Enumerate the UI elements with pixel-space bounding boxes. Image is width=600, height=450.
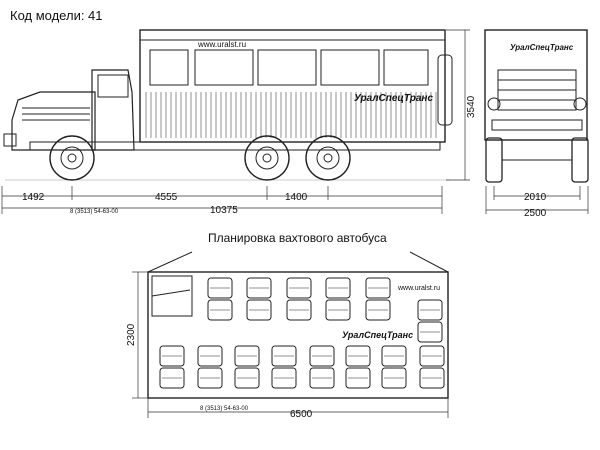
- seat: [325, 277, 351, 299]
- truck-brand-logo: УралСпецТранс: [354, 93, 433, 104]
- seat: [365, 299, 391, 321]
- plan-website: www.uralst.ru: [397, 285, 440, 292]
- seat: [419, 345, 445, 367]
- height-dim-label: 3540: [466, 95, 477, 118]
- seat: [234, 345, 260, 367]
- plan-body: [147, 251, 449, 399]
- seat: [207, 277, 233, 299]
- plan-length-dimension: [147, 398, 449, 418]
- seat: [271, 367, 297, 389]
- seat: [246, 299, 272, 321]
- overall-width-label: 2500: [524, 208, 547, 219]
- bogie-label: 1400: [285, 192, 308, 203]
- middle-wheel: [244, 135, 290, 181]
- seat: [325, 299, 351, 321]
- front-wheel: [49, 135, 95, 181]
- plan-phone: 8 (3513) 54-63-00: [200, 406, 249, 412]
- model-code-label: Код модели: 41: [10, 8, 103, 23]
- front-overhang-label: 1492: [22, 192, 45, 203]
- plan-width-label: 2300: [126, 323, 137, 346]
- seat: [345, 367, 371, 389]
- truck-phone: 8 (3513) 54-63-00: [70, 209, 119, 215]
- truck-side-view: [3, 29, 453, 181]
- seat: [246, 277, 272, 299]
- seat: [381, 367, 407, 389]
- seat: [417, 321, 443, 343]
- seat: [197, 367, 223, 389]
- seat: [365, 277, 391, 299]
- seat: [309, 345, 335, 367]
- rear-wheel: [305, 135, 351, 181]
- wheelbase-label: 4555: [155, 192, 178, 203]
- track-label: 2010: [524, 192, 547, 203]
- bus-body-side: [139, 29, 446, 143]
- seat: [234, 367, 260, 389]
- seat: [159, 345, 185, 367]
- plan-width-dimension: [132, 271, 148, 399]
- seat: [159, 367, 185, 389]
- seat: [419, 367, 445, 389]
- seat: [345, 345, 371, 367]
- truck-website: www.uralst.ru: [197, 40, 246, 49]
- overall-length-label: 10375: [210, 205, 238, 216]
- length-dimensions: [1, 186, 443, 214]
- plan-title: Планировка вахтового автобуса: [208, 231, 387, 245]
- plan-brand-logo: УралСпецТранс: [342, 330, 413, 340]
- seat: [381, 345, 407, 367]
- seat-layout: [159, 277, 445, 389]
- height-dimension: [446, 29, 470, 181]
- seat: [309, 367, 335, 389]
- front-brand-logo: УралСпецТранс: [510, 43, 574, 52]
- width-dimensions: [485, 186, 589, 214]
- seat: [286, 299, 312, 321]
- seat: [417, 299, 443, 321]
- seat: [207, 299, 233, 321]
- truck-front-view: [484, 29, 589, 183]
- seat: [271, 345, 297, 367]
- seat: [197, 345, 223, 367]
- seat: [286, 277, 312, 299]
- plan-length-label: 6500: [290, 409, 313, 420]
